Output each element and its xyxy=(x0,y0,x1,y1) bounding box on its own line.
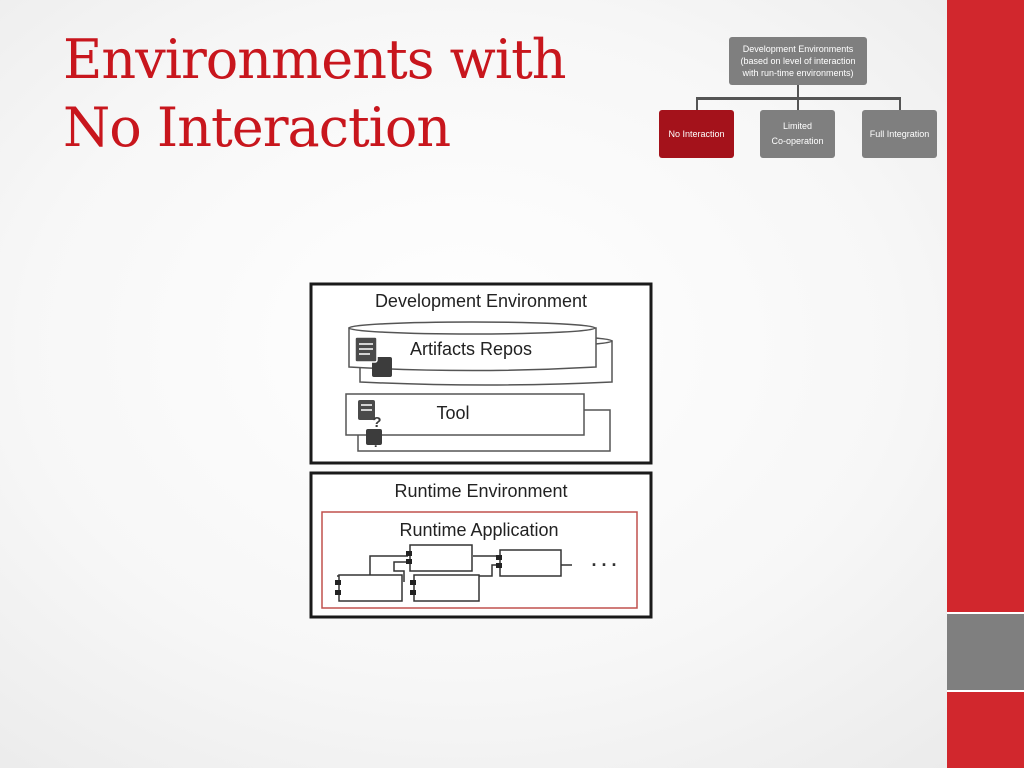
tree-connector-stem xyxy=(797,85,799,99)
more-components-ellipsis: . . . xyxy=(591,550,616,570)
tree-root-line-3: with run-time environments) xyxy=(742,68,854,78)
artifacts-repos-label: Artifacts Repos xyxy=(410,339,532,359)
tool-icon-glyph: ? xyxy=(372,435,380,450)
tree-node-full-integration: Full Integration xyxy=(862,110,937,158)
component-block xyxy=(496,549,562,577)
component-block xyxy=(410,574,480,602)
tree-connector-right xyxy=(899,97,901,110)
tree-node-label-line-2: Co-operation xyxy=(771,136,824,146)
component-block xyxy=(406,544,473,572)
side-stripe-divider-bottom xyxy=(947,690,1024,692)
tool-question-icon: ? ? xyxy=(358,400,382,450)
side-grey-block xyxy=(947,614,1024,690)
tree-root-line-1: Development Environments xyxy=(742,44,854,54)
side-stripe-divider-top xyxy=(947,612,1024,614)
runtime-application-label: Runtime Application xyxy=(399,520,558,540)
tree-node-label-line-1: Limited xyxy=(782,121,812,131)
tool-box-front xyxy=(345,393,585,436)
tree-node-no-interaction: No Interaction xyxy=(659,110,734,158)
tree-node-label: No Interaction xyxy=(668,129,725,139)
component-block xyxy=(335,574,403,602)
document-stack-icon xyxy=(354,336,392,377)
tree-node-label: Full Integration xyxy=(869,129,930,139)
tree-root-line-2: (based on level of interaction xyxy=(740,56,856,66)
dev-environment-label: Development Environment xyxy=(375,291,587,311)
runtime-environment-label: Runtime Environment xyxy=(394,481,567,501)
slide-title: Environments with No Interaction xyxy=(63,26,567,162)
slide-title-line-2: No Interaction xyxy=(63,96,451,159)
tree-connector-middle xyxy=(797,97,799,110)
tree-node-limited-cooperation: Limited Co-operation xyxy=(760,110,835,158)
tool-icon-glyph: ? xyxy=(372,414,381,431)
slide-title-line-1: Environments with xyxy=(63,28,567,91)
tree-root-box: Development Environments (based on level… xyxy=(729,37,867,85)
tool-label: Tool xyxy=(436,403,469,423)
tree-connector-left xyxy=(696,97,698,110)
